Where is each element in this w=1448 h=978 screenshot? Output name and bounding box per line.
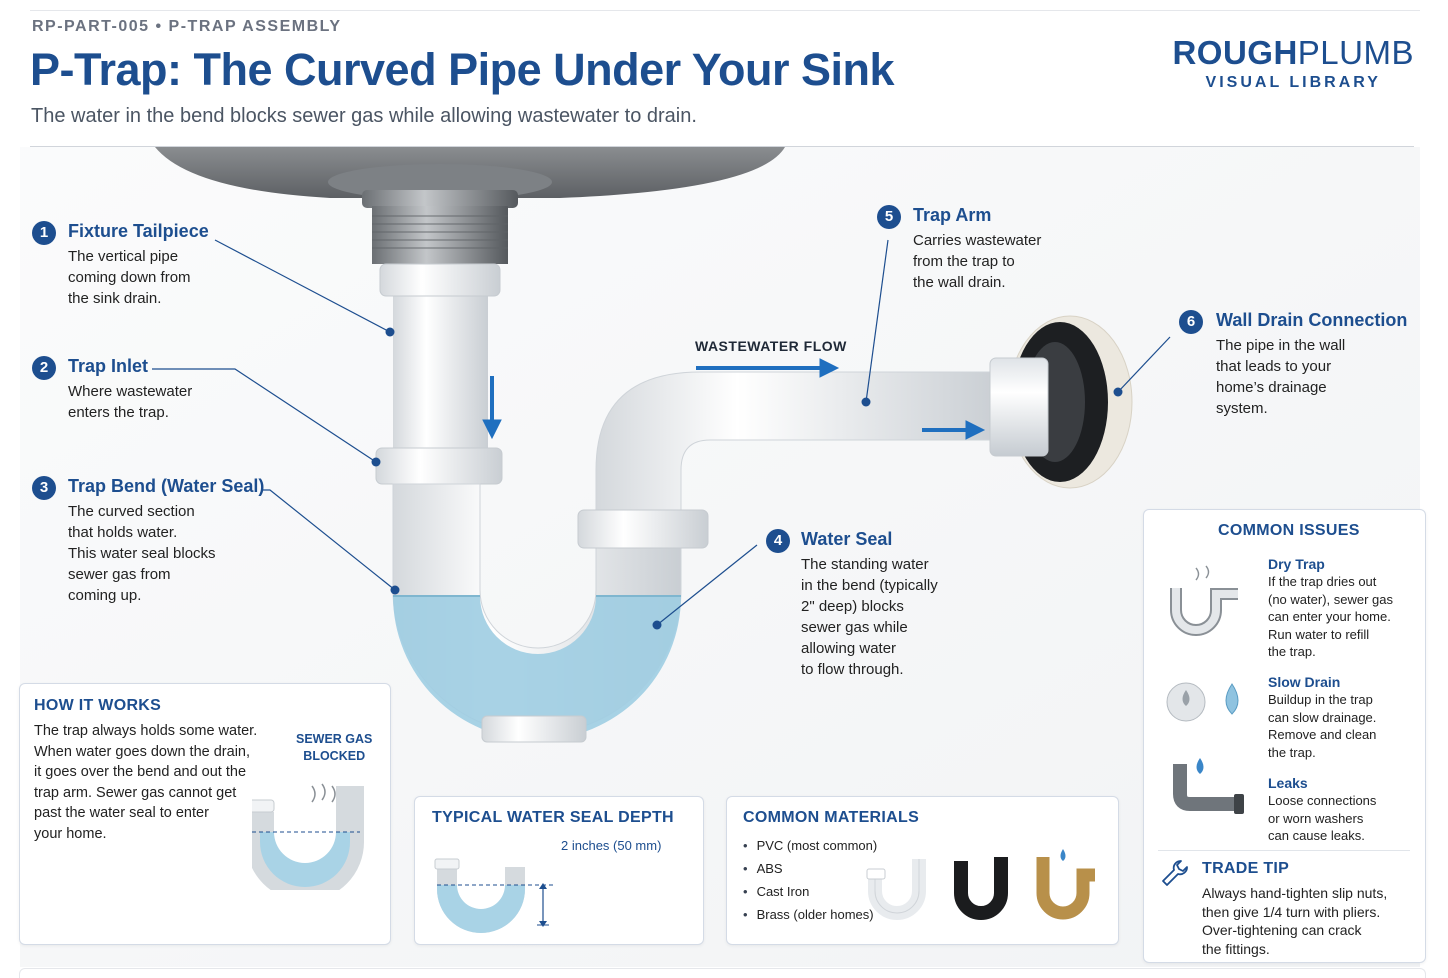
callout-title: Fixture Tailpiece xyxy=(68,221,209,241)
drain-nut xyxy=(362,190,518,208)
material-item: Cast Iron xyxy=(743,884,877,899)
callout-trap-bend: Trap Bend (Water Seal) The curved sectio… xyxy=(68,476,264,606)
callout-badge-3: 3 xyxy=(32,476,56,500)
abs-trap-icon xyxy=(954,857,1008,920)
how-it-works-text: The trap always holds some water. When w… xyxy=(34,723,258,842)
seal-depth-icon xyxy=(434,858,553,933)
tailpiece-pipe xyxy=(393,292,488,462)
material-item: ABS xyxy=(743,861,877,876)
material-samples-icon xyxy=(866,849,1095,920)
callout-title: Wall Drain Connection xyxy=(1216,310,1408,330)
issue-text-leaks: Loose connections or worn washers can ca… xyxy=(1268,793,1377,843)
page-title: P-Trap: The Curved Pipe Under Your Sink xyxy=(30,44,895,95)
brand-light: PLUMB xyxy=(1297,34,1414,71)
slip-nut-top xyxy=(379,263,501,297)
strainer-threads xyxy=(372,215,508,249)
header-divider xyxy=(30,146,1414,147)
common-issues-panel: COMMON ISSUES Dry Trap If the trap dries… xyxy=(1143,509,1426,963)
leader-lines xyxy=(152,239,1171,626)
callout-badge-4: 4 xyxy=(766,529,790,553)
slip-nut-inlet xyxy=(375,447,503,485)
issues-heading: COMMON ISSUES xyxy=(1218,522,1360,539)
callout-badge-2: 2 xyxy=(32,356,56,380)
cleanout-plug xyxy=(481,715,587,743)
water-seal-fill xyxy=(393,596,681,740)
mini-trap-icon xyxy=(252,783,364,890)
how-it-works-heading: HOW IT WORKS xyxy=(34,697,162,714)
strainer-body xyxy=(372,206,508,264)
callout-trap-arm: Trap Arm Carries wastewater from the tra… xyxy=(913,205,1041,293)
callout-body: Carries wastewater from the trap to the … xyxy=(913,232,1042,291)
issue-text-dry-trap: If the trap dries out (no water), sewer … xyxy=(1268,574,1393,659)
callout-trap-inlet: Trap Inlet Where wastewater enters the t… xyxy=(68,356,192,423)
how-it-works-panel: HOW IT WORKS The trap always holds some … xyxy=(19,683,391,945)
brand-bold: ROUGH xyxy=(1172,34,1298,71)
pvc-trap-icon xyxy=(866,859,926,920)
issue-text-slow-drain: Buildup in the trap can slow drainage. R… xyxy=(1268,692,1377,760)
footer-panel-edge xyxy=(19,968,1426,978)
callout-title: Water Seal xyxy=(801,529,893,549)
seal-depth-value: 2 inches (50 mm) xyxy=(561,838,662,853)
callout-wall-drain: Wall Drain Connection The pipe in the wa… xyxy=(1216,310,1407,419)
callout-title: Trap Arm xyxy=(913,205,992,225)
issue-title-slow-drain: Slow Drain xyxy=(1268,674,1341,690)
dry-trap-icon xyxy=(1170,565,1238,636)
callout-badge-5: 5 xyxy=(877,205,901,229)
material-item: PVC (most common) xyxy=(743,838,878,853)
eyebrow-label: RP-PART-005 • P-TRAP ASSEMBLY xyxy=(32,18,342,35)
slow-drain-icon xyxy=(1166,682,1239,722)
leader-dots xyxy=(371,327,1123,630)
top-divider xyxy=(30,10,1420,11)
callout-title: Trap Inlet xyxy=(68,356,149,376)
slip-nut-outlet xyxy=(577,509,709,549)
leak-icon xyxy=(1173,758,1244,814)
trap-arm-pipe xyxy=(595,371,1001,521)
callout-body: Where wastewater enters the trap. xyxy=(68,383,193,421)
callout-badge-1: 1 xyxy=(32,221,56,245)
materials-list: PVC (most common) ABS Cast Iron Brass (o… xyxy=(743,838,878,930)
brand-logo: ROUGHPLUMB VISUAL LIBRARY xyxy=(1172,34,1414,92)
materials-heading: COMMON MATERIALS xyxy=(743,809,920,826)
callout-badge-6: 6 xyxy=(1179,310,1203,334)
material-item: Brass (older homes) xyxy=(743,907,877,922)
callout-body: The curved section that holds water. Thi… xyxy=(68,503,216,604)
flow-arrows xyxy=(482,358,986,440)
sewer-gas-label-line2: BLOCKED xyxy=(303,749,366,763)
brass-trap-icon xyxy=(1036,849,1095,920)
trade-tip-text: Always hand-tighten slip nuts, then give… xyxy=(1202,885,1388,957)
issue-title-dry-trap: Dry Trap xyxy=(1268,556,1325,572)
callout-water-seal: Water Seal The standing water in the ben… xyxy=(801,529,938,680)
issue-title-leaks: Leaks xyxy=(1268,775,1308,791)
sewer-gas-label: SEWER GAS BLOCKED xyxy=(296,731,372,765)
brand-subtitle: VISUAL LIBRARY xyxy=(1205,74,1381,91)
page-subtitle: The water in the bend blocks sewer gas w… xyxy=(31,105,697,127)
tip-divider xyxy=(1158,850,1410,851)
wrench-icon xyxy=(1162,860,1188,886)
slip-nut-wall xyxy=(989,357,1049,457)
callout-title: Trap Bend (Water Seal) xyxy=(68,476,265,496)
callout-body: The pipe in the wall that leads to your … xyxy=(1216,337,1346,417)
callout-fixture-tailpiece: Fixture Tailpiece The vertical pipe comi… xyxy=(68,221,209,309)
seal-depth-panel: TYPICAL WATER SEAL DEPTH 2 inches (50 mm… xyxy=(414,796,704,945)
callout-body: The vertical pipe coming down from the s… xyxy=(68,248,191,307)
materials-panel: COMMON MATERIALS PVC (most common) ABS C… xyxy=(726,796,1119,945)
trade-tip-heading: TRADE TIP xyxy=(1202,860,1290,877)
sewer-gas-label-line1: SEWER GAS xyxy=(296,732,373,746)
callout-body: The standing water in the bend (typicall… xyxy=(801,556,938,678)
wastewater-flow-label: WASTEWATER FLOW xyxy=(695,338,847,354)
seal-depth-heading: TYPICAL WATER SEAL DEPTH xyxy=(432,809,674,826)
